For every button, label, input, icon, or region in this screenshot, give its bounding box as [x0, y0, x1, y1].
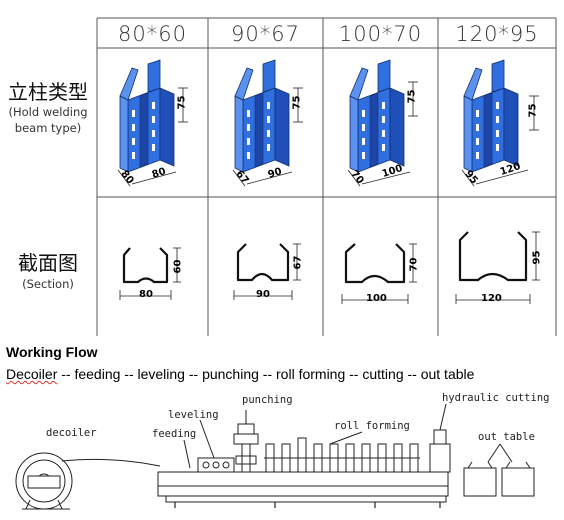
section-1-width-dim: 80 [139, 289, 153, 300]
label-feeding: feeding [152, 428, 196, 440]
flow-steps-rest: -- feeding -- leveling -- punching -- ro… [57, 366, 475, 382]
row-label-upright-type-en-line2: beam type) [14, 121, 82, 135]
spec-table-grid [96, 17, 557, 336]
section-drawings [119, 231, 540, 304]
section-120x95 [458, 231, 528, 282]
column-header-80x60: 80*60 [118, 22, 187, 46]
flow-step-decoiler: Decoiler [6, 366, 58, 382]
roll-forming-stands [264, 437, 420, 473]
decoiler-machine [15, 452, 73, 510]
section-90x67 [236, 243, 290, 282]
column-header-120x95: 120*95 [455, 22, 539, 46]
section-2-height-dim: 67 [292, 255, 304, 270]
section-4-width-dim: 120 [481, 293, 502, 304]
roll-forming-line-diagram: decoiler feeding leveling punching roll … [0, 386, 564, 520]
working-flow-title: Working Flow [6, 344, 98, 360]
column-header-100x70: 100*70 [338, 22, 423, 46]
steel-strip [61, 458, 161, 467]
upright-drawings [117, 59, 539, 187]
working-flow-steps: Decoiler -- feeding -- leveling -- punch… [6, 366, 474, 382]
column-header-90x67: 90*67 [231, 22, 300, 46]
row-label-section-cn: 截面图 [18, 251, 78, 275]
section-100x70 [344, 243, 406, 284]
row-label-upright-type-cn: 立柱类型 [8, 80, 88, 104]
label-roll-forming: roll forming [334, 420, 410, 432]
section-3-width-dim: 100 [366, 293, 387, 304]
row-label-upright-type-en-line1: (Hold welding [8, 105, 88, 119]
label-punching: punching [242, 394, 293, 406]
label-leveling: leveling [168, 409, 219, 421]
row-label-section-en: (Section) [22, 277, 74, 291]
section-3-height-dim: 70 [408, 257, 420, 272]
label-out-table: out table [478, 431, 535, 443]
label-decoiler: decoiler [46, 427, 97, 439]
leveling-unit [197, 457, 235, 473]
section-4-height-dim: 95 [531, 250, 543, 265]
label-hydraulic-cutting: hydraulic cutting [442, 392, 549, 404]
section-1-height-dim: 60 [172, 259, 184, 274]
section-2-width-dim: 90 [256, 289, 270, 300]
out-table [463, 461, 535, 497]
section-80x60 [122, 247, 169, 284]
